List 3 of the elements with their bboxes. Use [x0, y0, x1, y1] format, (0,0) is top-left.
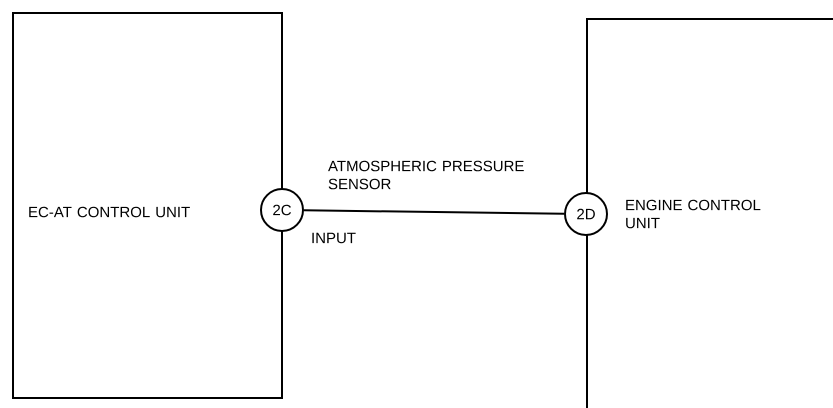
wire	[304, 209, 564, 215]
signal-label: INPUT	[312, 232, 356, 244]
edge-label: ATMOSPHERIC PRESSURE SENSOR	[327, 160, 534, 190]
